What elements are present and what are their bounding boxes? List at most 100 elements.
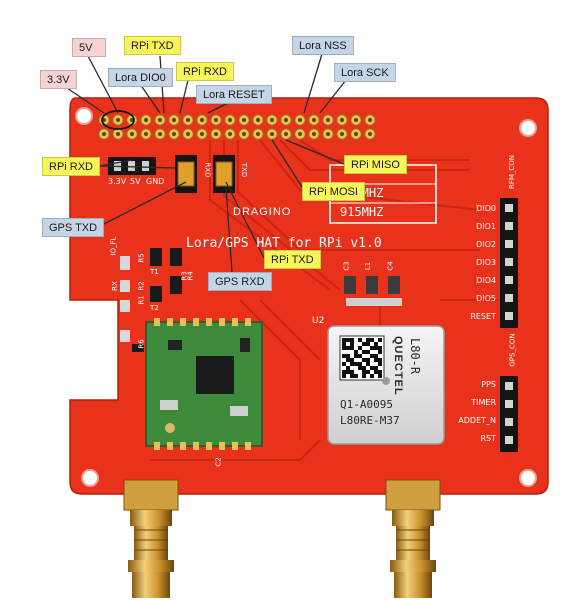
lora-pin-dio5: DIO5 <box>476 294 496 303</box>
gpio-pin-hole <box>242 118 246 122</box>
gpio-pin-hole <box>214 118 218 122</box>
qr-cell <box>378 350 382 354</box>
cap-l1: L1 <box>364 261 373 271</box>
gpio-pin-hole <box>256 118 260 122</box>
txd-jumper <box>213 155 235 193</box>
gps-pin <box>505 436 513 444</box>
callout-rpi-rxd-left: RPi RXD <box>42 157 101 176</box>
qr-cell <box>354 374 358 378</box>
rfm-pin <box>505 258 513 266</box>
qr-cell <box>374 366 378 370</box>
gpio-pin-hole <box>214 132 218 136</box>
gps-model: L80-R <box>408 338 422 375</box>
callout-gps-txd: GPS TXD <box>42 218 105 237</box>
qr-cell <box>370 338 374 342</box>
qr-cell <box>342 370 346 374</box>
qr-cell <box>346 370 350 374</box>
qr-cell <box>362 370 366 374</box>
gpio-pin-hole <box>354 132 358 136</box>
rfm-pin <box>505 204 513 212</box>
mounting-hole <box>519 469 537 487</box>
lora-pad <box>206 318 212 326</box>
qr-cell <box>366 342 370 346</box>
qr-cell <box>378 346 382 350</box>
qr-cell <box>342 346 346 350</box>
gps-line1: Q1-A0095 <box>340 398 393 411</box>
lora-pad <box>232 442 238 450</box>
callout-5v: 5V <box>72 38 106 57</box>
qr-cell <box>370 346 374 350</box>
gps-pin-rst: RST <box>480 434 496 443</box>
jumper-label-txd: TXD <box>240 162 249 178</box>
gpio-pin-hole <box>270 118 274 122</box>
res-r4: R4 <box>186 271 195 281</box>
callout-lora-sck: Lora SCK <box>334 63 396 82</box>
callout-gps-rxd: GPS RXD <box>208 272 272 291</box>
gpio-pin-hole <box>326 132 330 136</box>
left-components <box>120 248 182 352</box>
mounting-hole <box>81 469 99 487</box>
gpio-pin-hole <box>326 118 330 122</box>
qr-cell <box>350 342 354 346</box>
lora-pad <box>180 442 186 450</box>
cap-c2: C2 <box>214 457 223 467</box>
res-t2: T2 <box>150 304 159 312</box>
qr-cell <box>350 358 354 362</box>
gpio-pin-hole <box>298 118 302 122</box>
board-brand: DRAGINO <box>233 206 292 218</box>
gps-pin-timer: TIMER <box>471 398 496 407</box>
rfm-pin <box>505 276 513 284</box>
callout-rpi-rxd-top: RPi RXD <box>176 62 235 81</box>
gps-antenna-connector <box>385 479 441 598</box>
qr-cell <box>342 354 346 358</box>
lora-pin-dio0: DIO0 <box>476 204 496 213</box>
gpio-pin-hole <box>116 132 120 136</box>
lora-ant-label: LORA_ANT <box>186 500 223 508</box>
mounting-hole <box>75 107 93 125</box>
callout-lora-nss: Lora NSS <box>292 36 354 55</box>
leader-lines <box>63 53 347 273</box>
callout-3v3: 3.3V <box>40 70 77 89</box>
qr-cell <box>342 342 346 346</box>
label-io-fl: IO_FL <box>109 236 118 256</box>
lora-pad <box>232 318 238 326</box>
gpio-pin-hole <box>284 132 288 136</box>
qr-cell <box>358 362 362 366</box>
gpio-header <box>98 114 376 140</box>
header-label-3v3: 3.3V <box>108 177 127 186</box>
gps-brand: QUECTEL <box>392 336 404 396</box>
qr-cell <box>362 374 366 378</box>
gpio-pin-hole <box>228 118 232 122</box>
qr-cell <box>362 350 366 354</box>
qr-cell <box>374 370 378 374</box>
qr-cell <box>370 366 374 370</box>
lora-pin-dio3: DIO3 <box>476 258 496 267</box>
lora-pin-dio2: DIO2 <box>476 240 496 249</box>
callout-lora-dio0: Lora DIO0 <box>108 68 173 87</box>
gps-pin-pps: PPS <box>481 380 496 389</box>
gps-con-label: GPS_CON <box>508 333 517 367</box>
gpio-pin-hole <box>158 132 162 136</box>
gpio-pin-hole <box>116 118 120 122</box>
rxd-jumper <box>175 155 197 193</box>
rfm-pin <box>505 240 513 248</box>
gps-line2: L80RE-M37 <box>340 414 400 427</box>
gpio-pin-hole <box>312 132 316 136</box>
lora-pad <box>245 442 251 450</box>
gpio-pin-hole <box>144 132 148 136</box>
gps-pin <box>505 400 513 408</box>
lora-pad <box>206 442 212 450</box>
qr-cell <box>358 366 362 370</box>
gpio-pin-hole <box>312 118 316 122</box>
qr-cell <box>378 374 382 378</box>
gpio-pin-hole <box>298 132 302 136</box>
rfm-pin <box>505 222 513 230</box>
mounting-hole <box>519 119 537 137</box>
qr-cell <box>354 362 358 366</box>
lora-pad <box>167 318 173 326</box>
qr-cell <box>370 374 374 378</box>
res-t1: T1 <box>150 268 159 276</box>
module-label-u2: U2 <box>312 316 325 326</box>
gpio-pin-hole <box>340 132 344 136</box>
